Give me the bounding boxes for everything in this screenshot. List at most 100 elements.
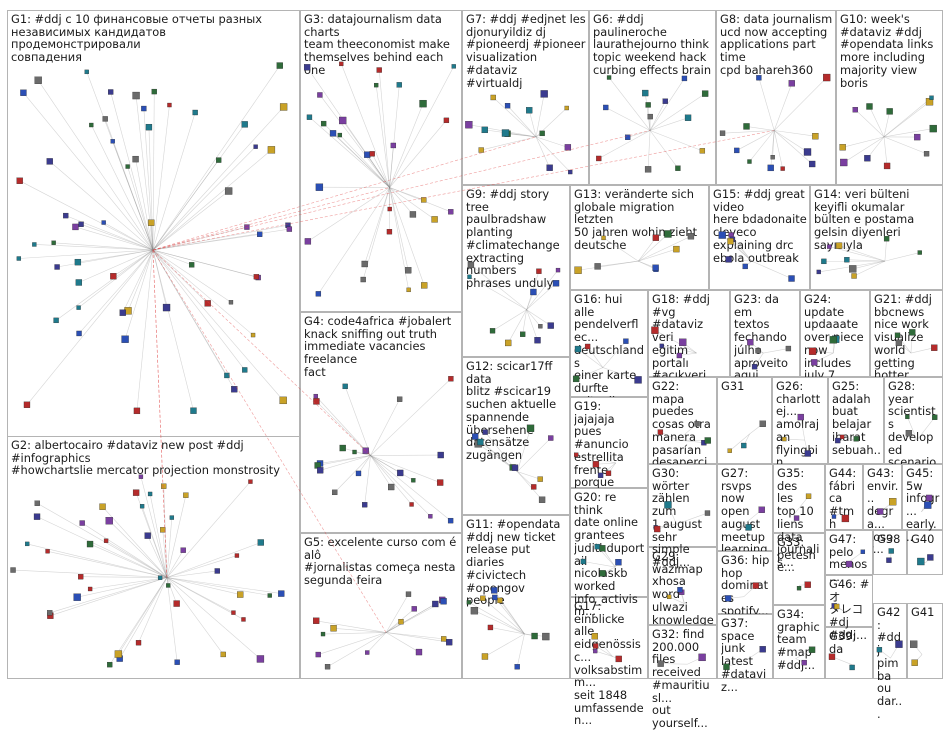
node bbox=[448, 209, 453, 214]
node bbox=[675, 166, 680, 171]
edge bbox=[50, 161, 153, 250]
edge bbox=[527, 310, 538, 341]
node bbox=[515, 664, 520, 669]
node bbox=[416, 649, 422, 655]
node bbox=[895, 333, 900, 338]
node bbox=[836, 243, 842, 249]
node bbox=[448, 376, 453, 381]
node bbox=[747, 160, 751, 164]
node bbox=[600, 570, 606, 576]
edge bbox=[669, 597, 684, 604]
node bbox=[699, 654, 706, 661]
edge bbox=[907, 417, 917, 440]
node bbox=[853, 107, 858, 112]
node bbox=[482, 653, 488, 659]
node bbox=[527, 425, 534, 432]
node bbox=[539, 497, 545, 503]
edge bbox=[638, 238, 656, 261]
node bbox=[330, 130, 336, 136]
edge bbox=[771, 131, 774, 168]
node bbox=[705, 437, 711, 443]
edge bbox=[867, 137, 884, 158]
node bbox=[548, 436, 553, 441]
node bbox=[377, 68, 382, 73]
edge bbox=[167, 482, 251, 578]
edge bbox=[340, 135, 390, 187]
node bbox=[585, 344, 590, 349]
node bbox=[321, 632, 325, 636]
node bbox=[538, 477, 543, 482]
node bbox=[861, 550, 865, 554]
node bbox=[497, 598, 502, 603]
node bbox=[110, 273, 116, 279]
node bbox=[163, 304, 170, 311]
edge bbox=[774, 83, 792, 130]
node bbox=[886, 558, 891, 563]
node bbox=[728, 449, 732, 453]
node bbox=[741, 443, 746, 448]
edge bbox=[655, 330, 697, 353]
node bbox=[316, 184, 323, 191]
node bbox=[502, 130, 509, 137]
node bbox=[823, 74, 830, 81]
node bbox=[242, 367, 247, 372]
node bbox=[133, 92, 140, 99]
edge bbox=[678, 424, 697, 440]
node bbox=[122, 336, 129, 343]
edge bbox=[111, 92, 153, 250]
edge bbox=[371, 379, 451, 456]
node bbox=[17, 178, 23, 184]
node bbox=[104, 539, 108, 543]
node bbox=[809, 348, 816, 355]
node bbox=[532, 633, 538, 639]
edge bbox=[638, 236, 691, 261]
edge bbox=[527, 310, 541, 327]
node bbox=[364, 152, 370, 158]
node bbox=[467, 275, 471, 279]
edge bbox=[583, 562, 615, 568]
edge bbox=[650, 78, 684, 130]
node bbox=[746, 524, 752, 530]
node bbox=[771, 155, 775, 159]
node bbox=[313, 618, 319, 624]
edge bbox=[730, 241, 751, 261]
node bbox=[87, 541, 93, 547]
edge bbox=[747, 126, 775, 130]
node bbox=[574, 453, 578, 457]
edge bbox=[371, 456, 412, 505]
node bbox=[798, 414, 804, 420]
edge bbox=[90, 578, 167, 589]
node bbox=[889, 498, 896, 505]
node bbox=[480, 596, 485, 601]
edge bbox=[578, 349, 603, 368]
node bbox=[25, 542, 29, 546]
node bbox=[161, 484, 166, 489]
node bbox=[35, 77, 42, 84]
edge bbox=[167, 578, 223, 655]
node bbox=[280, 103, 287, 110]
edge bbox=[578, 261, 638, 270]
node bbox=[490, 328, 495, 333]
edge bbox=[737, 131, 774, 151]
node bbox=[215, 568, 220, 573]
node bbox=[136, 640, 141, 645]
edge bbox=[763, 349, 788, 354]
node bbox=[420, 100, 427, 107]
node bbox=[362, 502, 367, 507]
node bbox=[679, 339, 686, 346]
edge bbox=[365, 188, 390, 264]
node bbox=[133, 156, 139, 162]
node bbox=[720, 131, 725, 136]
node bbox=[804, 148, 811, 155]
node bbox=[47, 158, 53, 164]
node bbox=[225, 188, 232, 195]
node bbox=[930, 125, 937, 132]
edge bbox=[885, 253, 920, 262]
node bbox=[615, 559, 621, 565]
node bbox=[63, 213, 68, 218]
node bbox=[673, 246, 679, 252]
node bbox=[547, 165, 553, 171]
node bbox=[927, 554, 933, 560]
node bbox=[79, 222, 84, 227]
edge bbox=[844, 137, 884, 163]
